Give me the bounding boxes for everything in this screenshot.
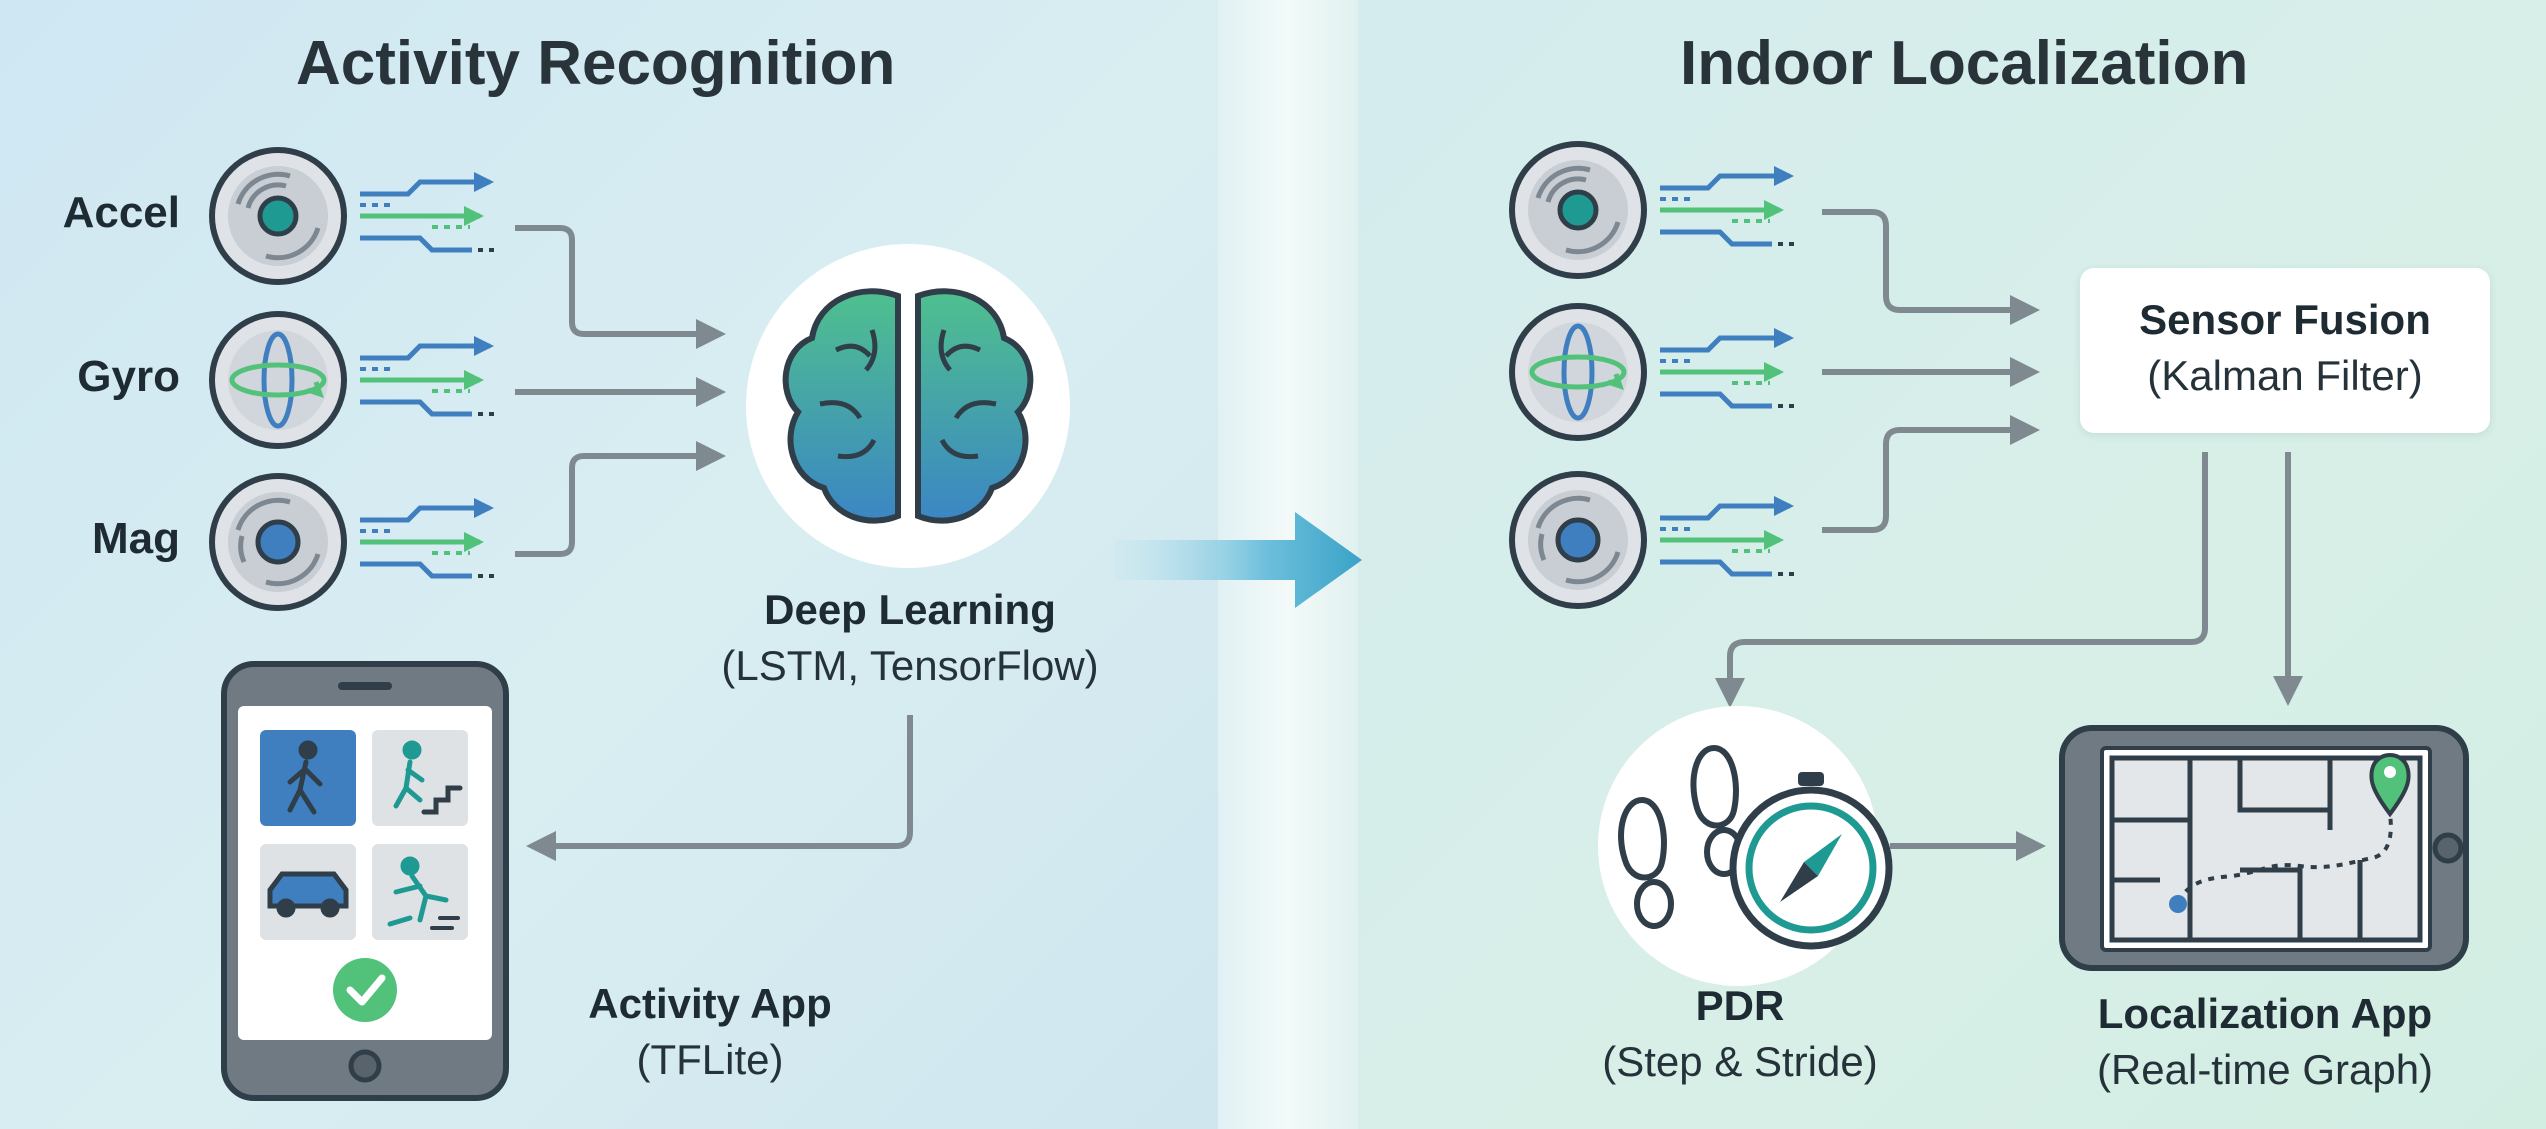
pdr-title: PDR xyxy=(1695,982,1785,1029)
stairs-icon xyxy=(393,740,463,815)
activity-app-title: Activity App xyxy=(588,980,832,1027)
connector-arrow xyxy=(1715,452,2208,708)
data-stream-icon xyxy=(360,182,500,250)
gyroscope-icon xyxy=(1512,306,1644,438)
pdr-subtitle: (Step & Stride) xyxy=(1602,1038,1878,1085)
activity-app-subtitle: (TFLite) xyxy=(636,1036,784,1083)
route-path xyxy=(2176,813,2393,904)
sensor-label-mag: Mag xyxy=(92,514,180,563)
fall-icon xyxy=(387,856,460,930)
activity-app-phone xyxy=(221,661,509,1101)
sensor-fusion-subtitle: (Kalman Filter) xyxy=(2147,352,2423,399)
accelerometer-icon xyxy=(212,150,344,282)
magnetometer-icon xyxy=(1512,474,1644,606)
localization-app-phone xyxy=(2059,725,2469,971)
connector-arrow xyxy=(1822,209,2040,325)
magnetometer-icon xyxy=(212,476,344,608)
connector-arrow xyxy=(1822,415,2040,533)
location-pin-icon xyxy=(2369,753,2411,818)
data-stream-icon xyxy=(1660,338,1800,406)
localization-app-title: Localization App xyxy=(2097,990,2433,1037)
sensor-label-accel: Accel xyxy=(62,188,180,237)
localization-app-subtitle: (Real-time Graph) xyxy=(2096,1046,2434,1093)
start-point xyxy=(2169,895,2187,913)
sensor-label-gyro: Gyro xyxy=(77,352,180,401)
sensor-fusion-box xyxy=(2080,268,2490,433)
data-stream-icon xyxy=(1660,506,1800,574)
brain-icon xyxy=(782,288,1034,524)
gyroscope-icon xyxy=(212,314,344,446)
data-stream-icon xyxy=(360,508,500,576)
walking-icon xyxy=(287,740,323,815)
compass-icon xyxy=(1729,772,1893,950)
indoor-localization-title: Indoor Localization xyxy=(1680,29,2249,98)
connector-arrow xyxy=(515,441,726,557)
car-icon xyxy=(267,871,349,918)
data-stream-icon xyxy=(1660,176,1800,244)
deep-learning-title: Deep Learning xyxy=(764,586,1056,633)
footprints-icon xyxy=(1618,744,1744,929)
accelerometer-icon xyxy=(1512,144,1644,276)
activity-recognition-title: Activity Recognition xyxy=(296,29,896,98)
deep-learning-subtitle: (LSTM, TensorFlow) xyxy=(721,642,1099,689)
transition-arrow xyxy=(1115,512,1362,608)
data-stream-icon xyxy=(360,346,500,414)
connector-arrow xyxy=(515,225,726,349)
activity-recognition-panel xyxy=(0,0,1218,1129)
floor-map-icon xyxy=(2109,755,2423,943)
checkmark-icon xyxy=(333,958,397,1022)
connector-arrow xyxy=(526,715,913,861)
sensor-fusion-title: Sensor Fusion xyxy=(2139,296,2431,343)
